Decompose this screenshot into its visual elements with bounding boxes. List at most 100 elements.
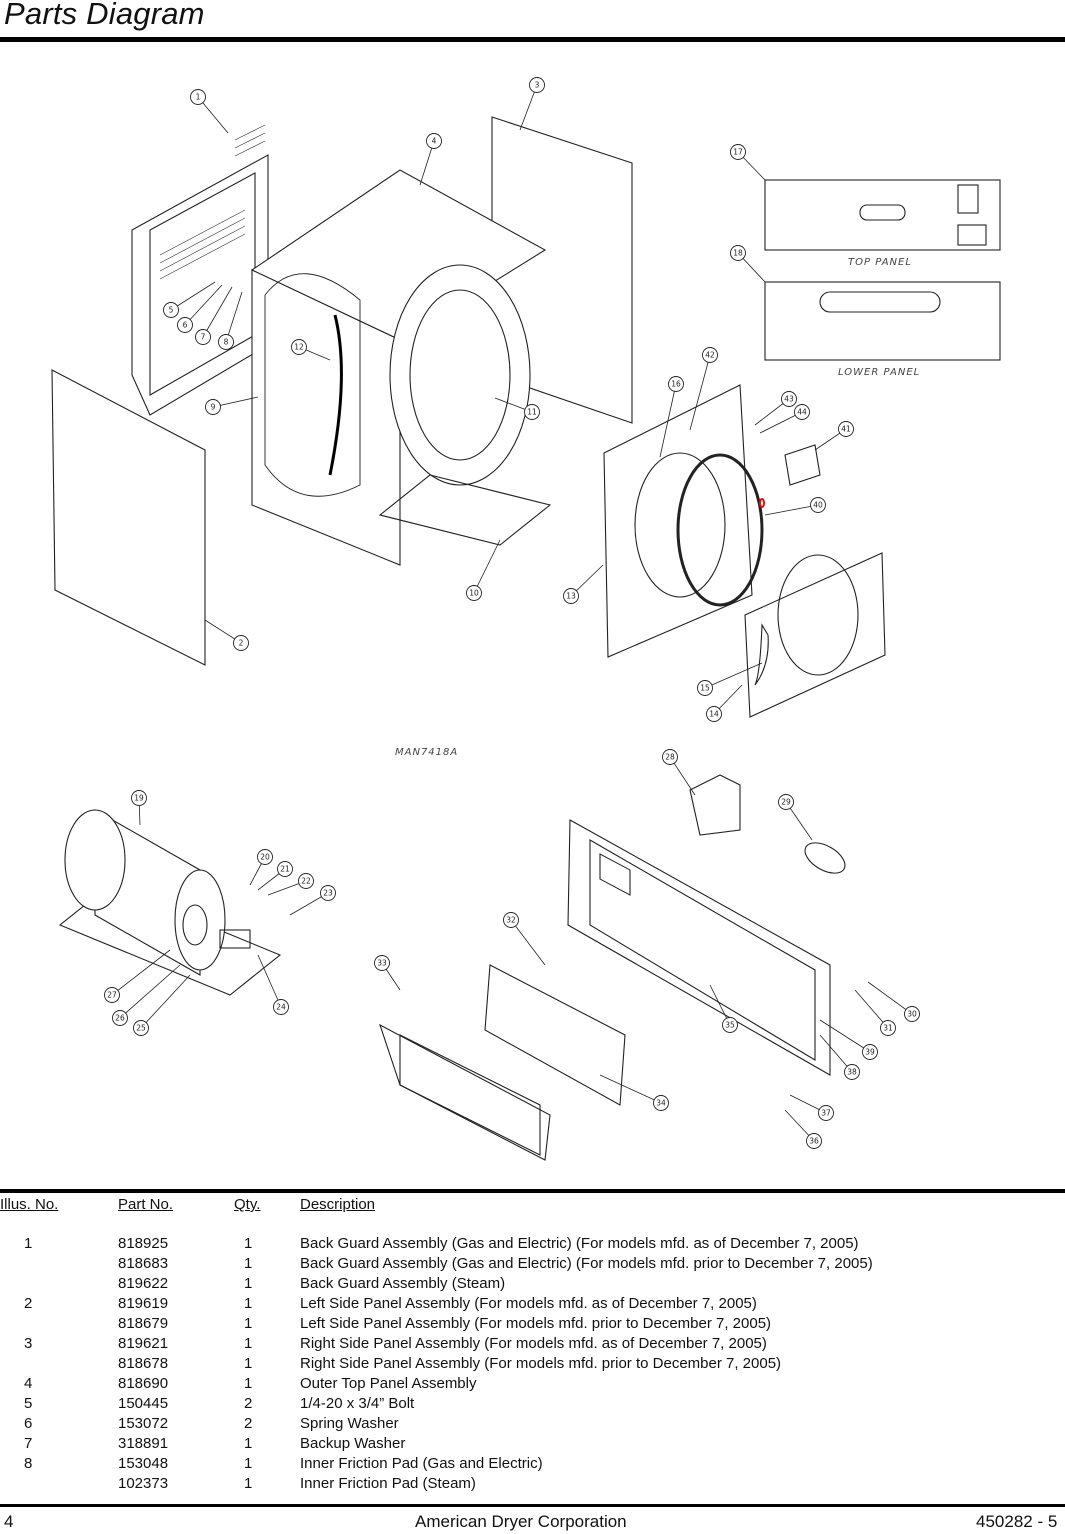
description-cell: Back Guard Assembly (Gas and Electric) (…	[300, 1235, 859, 1252]
callout-23: 23	[320, 885, 336, 901]
callout-38: 38	[844, 1064, 860, 1080]
part-no-cell: 819622	[118, 1275, 169, 1292]
callout-20: 20	[257, 849, 273, 865]
illus-no-cell: 3	[24, 1335, 33, 1352]
part-no-cell: 818679	[118, 1315, 169, 1332]
control-panel-drawing	[567, 774, 846, 1076]
callout-number: 21	[280, 865, 290, 874]
callout-number: 12	[294, 343, 304, 352]
part-no-cell: 150445	[118, 1395, 169, 1412]
description-cell: Inner Friction Pad (Steam)	[300, 1475, 476, 1492]
callout-18: 18	[730, 245, 746, 261]
callout-6: 6	[177, 317, 193, 333]
callout-31: 31	[880, 1020, 896, 1036]
qty-cell: 1	[244, 1375, 253, 1392]
callout-9: 9	[205, 399, 221, 415]
callout-2: 2	[233, 635, 249, 651]
callout-37: 37	[818, 1105, 834, 1121]
callout-12: 12	[291, 339, 307, 355]
leader-line	[854, 989, 889, 1029]
lower-panel-drawing: LOWER PANEL	[764, 281, 1001, 378]
callout-number: 23	[323, 889, 333, 898]
callout-number: 22	[301, 877, 311, 886]
callout-number: 11	[527, 408, 537, 417]
illus-no-cell: 8	[24, 1455, 33, 1472]
qty-cell: 1	[244, 1335, 253, 1352]
callout-26: 26	[112, 1010, 128, 1026]
callout-4: 4	[426, 133, 442, 149]
motor-drawing	[58, 809, 282, 996]
callout-number: 25	[136, 1024, 146, 1033]
callout-number: 10	[469, 589, 479, 598]
callout-17: 17	[730, 144, 746, 160]
callout-number: 20	[260, 853, 270, 862]
front-panel-drawing	[603, 384, 765, 658]
callout-1: 1	[190, 89, 206, 105]
qty-cell: 1	[244, 1435, 253, 1452]
callout-5: 5	[163, 302, 179, 318]
callout-11: 11	[524, 404, 540, 420]
description-cell: Back Guard Assembly (Gas and Electric) (…	[300, 1255, 873, 1272]
exploded-parts-diagram: TOP PANEL LOWER PANEL MAN7418A 123456789…	[51, 77, 1001, 1161]
callout-number: 5	[169, 306, 174, 315]
qty-cell: 1	[244, 1255, 253, 1272]
callout-13: 13	[563, 588, 579, 604]
callout-number: 7	[201, 333, 206, 342]
leader-line	[170, 281, 216, 311]
description-cell: Spring Washer	[300, 1415, 399, 1432]
callout-22: 22	[298, 873, 314, 889]
callout-number: 39	[865, 1048, 875, 1057]
footer-company: American Dryer Corporation	[415, 1512, 627, 1531]
header-rule	[0, 37, 1065, 42]
callout-number: 29	[781, 798, 791, 807]
callout-number: 30	[907, 1010, 917, 1019]
callout-number: 18	[733, 249, 743, 258]
callout-number: 17	[733, 148, 743, 157]
header-illus-no: Illus. No.	[0, 1196, 59, 1213]
callout-42: 42	[702, 347, 718, 363]
callout-number: 36	[809, 1137, 819, 1146]
callout-number: 35	[725, 1021, 735, 1030]
drawing-id: MAN7418A	[395, 747, 458, 758]
callout-41: 41	[838, 421, 854, 437]
description-cell: Right Side Panel Assembly (For models mf…	[300, 1355, 782, 1372]
lower-panel-label: LOWER PANEL	[838, 367, 920, 378]
illus-no-cell: 7	[24, 1435, 33, 1452]
leader-line	[140, 974, 191, 1029]
qty-cell: 1	[244, 1235, 253, 1252]
leader-line	[867, 981, 913, 1015]
top-panel-label: TOP PANEL	[848, 257, 912, 268]
callout-29: 29	[778, 794, 794, 810]
callout-number: 16	[671, 380, 681, 389]
leader-line	[819, 1034, 853, 1073]
leader-line	[473, 539, 501, 594]
leader-line	[225, 291, 243, 343]
left-side-panel-drawing	[51, 369, 206, 666]
header-description: Description	[300, 1196, 376, 1213]
illus-no-cell: 2	[24, 1295, 33, 1312]
header-part-no: Part No.	[118, 1196, 174, 1213]
part-no-cell: 818925	[118, 1235, 169, 1252]
leader-line	[659, 383, 677, 458]
control-board-drawing	[484, 964, 626, 1106]
leader-line	[510, 919, 546, 966]
part-no-cell: 819621	[118, 1335, 169, 1352]
description-cell: Outer Top Panel Assembly	[300, 1375, 477, 1392]
callout-number: 13	[566, 592, 576, 601]
part-no-cell: 818678	[118, 1355, 169, 1372]
footer-page-number: 4	[4, 1512, 14, 1531]
callout-number: 27	[107, 991, 117, 1000]
description-cell: Backup Washer	[300, 1435, 406, 1452]
callout-number: 6	[183, 321, 188, 330]
callout-44: 44	[794, 404, 810, 420]
qty-cell: 1	[244, 1355, 253, 1372]
leader-line	[184, 284, 223, 326]
qty-cell: 1	[244, 1475, 253, 1492]
